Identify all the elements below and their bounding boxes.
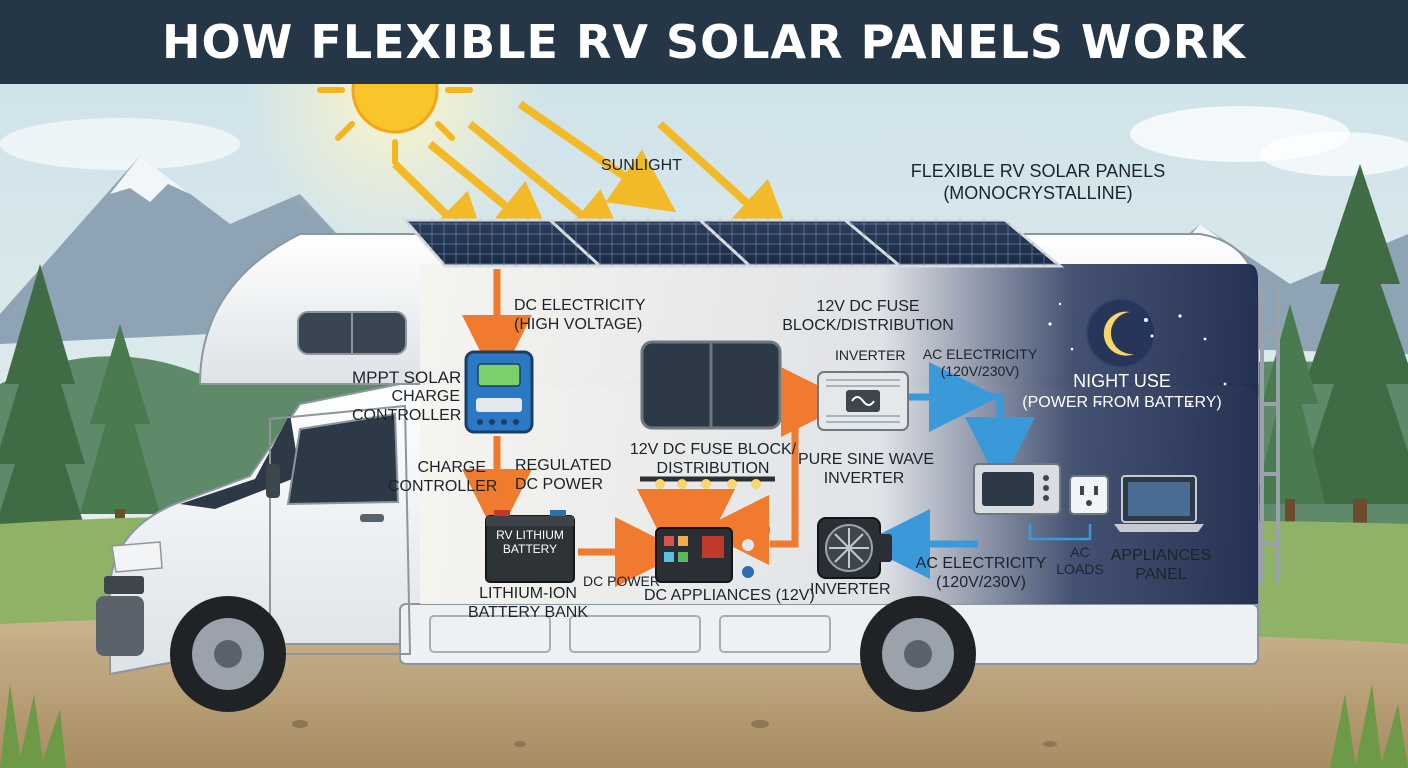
label-inverter-top: INVERTER bbox=[835, 347, 906, 363]
page-title: HOW FLEXIBLE RV SOLAR PANELS WORK bbox=[162, 15, 1246, 69]
label-ac-electricity-top: AC ELECTRICITY (120V/230V) bbox=[922, 346, 1038, 379]
cloud bbox=[0, 118, 240, 170]
label-night-use: NIGHT USE (POWER FROM BATTERY) bbox=[1022, 371, 1222, 411]
solar-panel bbox=[840, 218, 1065, 268]
wheel bbox=[170, 596, 286, 712]
ac-wire-outlet bbox=[1028, 524, 1092, 541]
label-ac-electricity-bottom: AC ELECTRICITY (120V/230V) bbox=[915, 555, 1047, 591]
ac-flow-arrows bbox=[860, 362, 1035, 579]
charge-controller-icon bbox=[464, 350, 534, 434]
label-dc-appliances: DC APPLIANCES (12V) bbox=[644, 587, 815, 604]
label-fuse-block-top: 12V DC FUSE BLOCK/DISTRIBUTION bbox=[782, 298, 954, 334]
title-bar: HOW FLEXIBLE RV SOLAR PANELS WORK bbox=[0, 0, 1408, 84]
fuse-rail bbox=[640, 476, 775, 489]
fuse-block-icon bbox=[655, 527, 754, 583]
scene-illustration bbox=[0, 84, 1408, 768]
label-dc-power: DC POWER bbox=[583, 573, 660, 589]
solar-panel bbox=[546, 218, 759, 268]
sun-icon bbox=[317, 84, 473, 165]
outlet-icon bbox=[1069, 475, 1109, 515]
label-pure-sine: PURE SINE WAVE INVERTER bbox=[798, 451, 935, 487]
pebble bbox=[292, 720, 1057, 747]
microwave-icon bbox=[973, 463, 1061, 515]
label-appliances-panel: APPLIANCES PANEL bbox=[1110, 547, 1212, 583]
dc-flow-arrows bbox=[462, 269, 851, 587]
cloud bbox=[1260, 132, 1408, 176]
label-inverter-bottom: INVERTER bbox=[810, 581, 891, 598]
star-cluster bbox=[1048, 302, 1227, 406]
label-battery-bank: LITHIUM-ION BATTERY BANK bbox=[467, 585, 589, 621]
label-battery-text: RV LITHIUM BATTERY bbox=[496, 528, 564, 556]
label-dc-electricity: DC ELECTRICITY (HIGH VOLTAGE) bbox=[514, 297, 646, 333]
mountain-snow bbox=[110, 156, 190, 202]
battery-icon bbox=[485, 510, 575, 583]
grass-tuft bbox=[0, 684, 1408, 768]
laptop-icon bbox=[1114, 475, 1204, 532]
label-ac-loads: AC LOADS bbox=[1056, 544, 1104, 577]
label-sunlight: SUNLIGHT bbox=[601, 157, 682, 174]
label-fuse-block-mid: 12V DC FUSE BLOCK/ DISTRIBUTION bbox=[629, 441, 797, 477]
label-charge-controller: CHARGE CONTROLLER bbox=[388, 459, 498, 495]
wheel bbox=[860, 596, 976, 712]
fan-icon bbox=[817, 517, 892, 579]
inverter-icon bbox=[817, 371, 909, 431]
label-regulated-dc: REGULATED DC POWER bbox=[515, 457, 612, 493]
label-solar-panels: FLEXIBLE RV SOLAR PANELS (MONOCRYSTALLIN… bbox=[910, 161, 1166, 203]
solar-panel-array bbox=[401, 218, 1065, 268]
label-mppt-controller: MPPT SOLAR CHARGE CONTROLLER bbox=[352, 368, 462, 424]
ac-arrow-to-microwave bbox=[964, 393, 1035, 487]
dc-arrow-to-inverter bbox=[770, 367, 851, 548]
moon-icon bbox=[1086, 298, 1156, 368]
scene: SUNLIGHT FLEXIBLE RV SOLAR PANELS (MONOC… bbox=[0, 84, 1408, 768]
solar-panel bbox=[401, 218, 604, 268]
